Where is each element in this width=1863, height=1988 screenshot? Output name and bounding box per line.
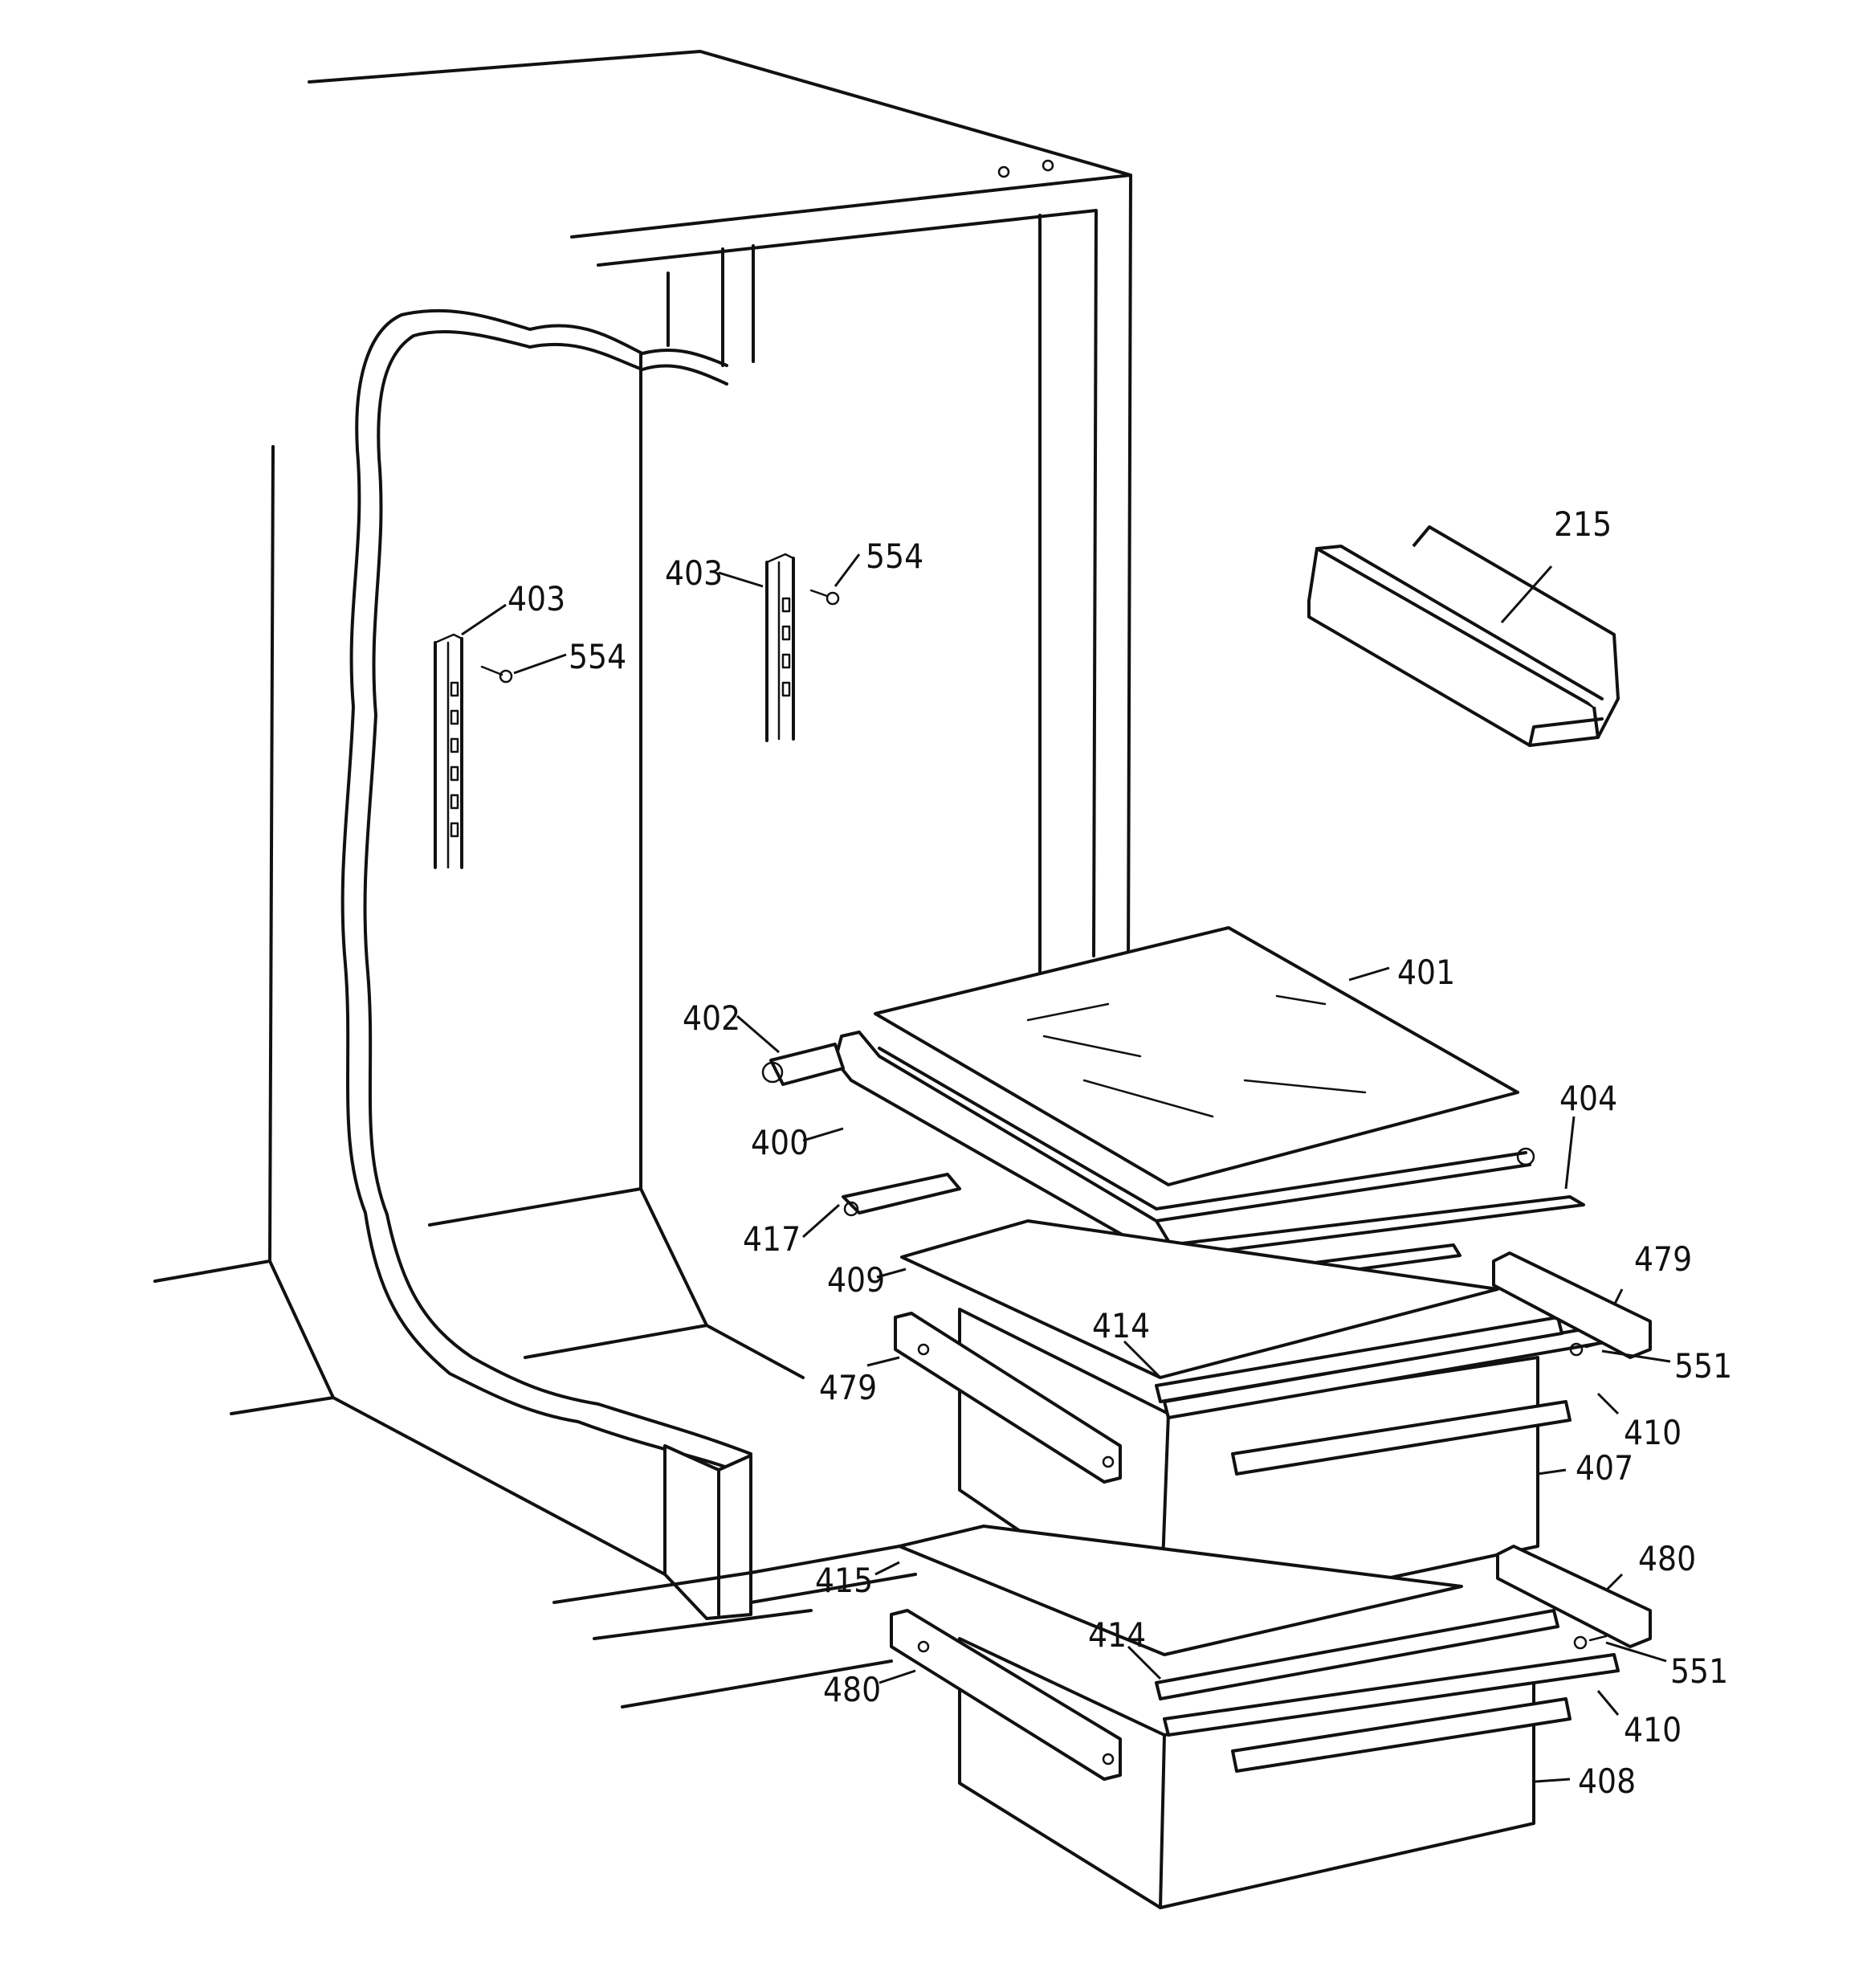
drawer-slide-479-left: [894, 1312, 1122, 1484]
callout-480-right: 480: [1638, 1539, 1696, 1578]
callout-480-left: 480: [823, 1670, 881, 1709]
callout-414-lower: 414: [1088, 1615, 1146, 1655]
slide-screw-551-lower: [1573, 1635, 1608, 1650]
drawer-rail-414-lower: [1155, 1609, 1559, 1700]
trim-clip-417: [842, 1173, 961, 1217]
ladder-screw-left: [480, 665, 513, 684]
drawer-rail-414-upper: [1155, 1316, 1563, 1403]
shelf-frame-400: [834, 1031, 1535, 1255]
callout-417: 417: [743, 1219, 801, 1259]
callout-401: 401: [1397, 953, 1455, 992]
shelf-bracket-402: [761, 1043, 845, 1086]
callout-415: 415: [815, 1561, 873, 1600]
slide-screw-551-upper: [1569, 1341, 1604, 1357]
callout-402: 402: [683, 998, 740, 1038]
drawer-slide-479-right: [1492, 1251, 1652, 1359]
cabinet-outline: [153, 50, 1132, 1708]
callout-479-right: 479: [1634, 1239, 1692, 1279]
drawer-cover-glass-409: [900, 1219, 1499, 1379]
callout-414-upper: 414: [1092, 1306, 1150, 1345]
shelf-ladder-right: [765, 553, 795, 742]
callout-408: 408: [1578, 1761, 1636, 1801]
callout-400: 400: [751, 1123, 809, 1162]
callout-403-right: 403: [665, 553, 723, 593]
shelf-ladder-left: [434, 633, 463, 869]
callout-410-lower: 410: [1624, 1710, 1682, 1749]
glass-shelf-401: [874, 926, 1519, 1186]
callout-410-upper: 410: [1624, 1413, 1682, 1452]
callout-403-left: 403: [508, 579, 565, 618]
callout-551-upper: 551: [1674, 1346, 1732, 1386]
drawer-cover-glass-415: [898, 1525, 1463, 1656]
crisper-drawer-408: [958, 1637, 1620, 1909]
callout-554-left: 554: [569, 637, 626, 676]
ladder-screw-right: [809, 589, 840, 606]
callout-479-left: 479: [819, 1368, 877, 1407]
callout-407: 407: [1576, 1448, 1633, 1488]
leader-lines: [461, 553, 1671, 1783]
callout-554-right: 554: [866, 537, 923, 576]
callout-409: 409: [827, 1260, 885, 1300]
callout-215: 215: [1554, 504, 1612, 544]
callout-labels: 215 403 554 403 554 401 402 400 404 417 …: [508, 504, 1732, 1801]
drawer-slide-480-right: [1496, 1545, 1652, 1648]
callout-404: 404: [1559, 1079, 1617, 1118]
drawer-slide-480-left: [890, 1609, 1122, 1781]
callout-551-lower: 551: [1670, 1651, 1728, 1691]
storage-bin-215: [1307, 525, 1620, 747]
